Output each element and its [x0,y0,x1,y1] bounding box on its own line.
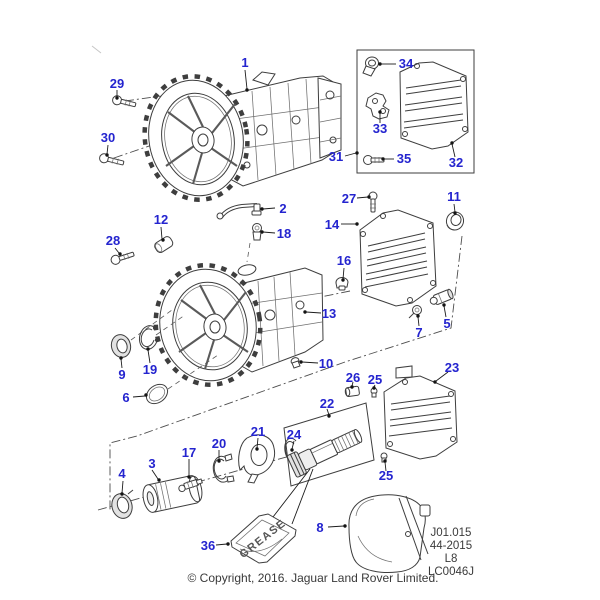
callout-6: 6 [122,390,129,405]
callout-1: 1 [241,55,248,70]
plug-7 [408,305,422,319]
gearbox-case-13 [153,262,324,388]
fork-cup-21 [238,434,276,484]
grease-pointer-lines [272,468,314,525]
callout-20: 20 [212,436,226,451]
gearbox-1-top-bracket [252,71,276,86]
callout-14: 14 [325,217,340,232]
gearbox-13-hub [203,313,227,341]
callout-17: 17 [182,445,196,460]
bolt-27 [368,191,378,213]
leader-lines [105,62,457,546]
cap-34 [362,56,379,77]
callout-34: 34 [399,56,414,71]
gearbox-1-tail [317,77,342,159]
callout-23: 23 [445,360,459,375]
callout-28: 28 [106,233,120,248]
callout-36: 36 [201,538,215,553]
callout-labels: 1 29 30 34 33 35 32 31 2 18 12 28 27 14 … [101,55,463,553]
callout-27: 27 [342,191,356,206]
callout-19: 19 [143,362,157,377]
copyright-line: © Copyright, 2016. Jaguar Land Rover Lim… [188,571,439,585]
clip-20 [212,453,235,483]
oil-seal-9 [110,334,132,358]
sheet-code: L8 [445,553,458,565]
shaft-box-22 [283,402,375,487]
stud-17 [178,478,203,493]
callout-5: 5 [443,316,450,331]
callout-29: 29 [110,76,124,91]
callout-12: 12 [154,212,168,227]
callout-35: 35 [397,151,411,166]
callout-18: 18 [277,226,291,241]
gearbox-13-flange-rim [153,262,263,388]
callout-32: 32 [449,155,463,170]
o-ring-6 [145,383,169,405]
drawing-reference-block: J01.015 44-2015 L8 LC0046J [428,527,474,578]
callout-30: 30 [101,130,115,145]
callout-31: 31 [329,149,343,164]
callout-10: 10 [319,356,333,371]
callout-16: 16 [337,253,351,268]
grease-sachet-36: GREASE [230,513,297,564]
cap-10 [290,357,301,369]
bush-11 [445,211,465,231]
callout-13: 13 [322,306,336,321]
callout-25-top: 25 [368,372,382,387]
callout-7: 7 [415,325,422,340]
breather-pipe-2 [216,203,262,220]
callout-8: 8 [316,520,323,535]
gearbox-assembly-1 [142,71,342,202]
doc-code: J01.015 [431,527,472,539]
callout-9: 9 [118,367,125,382]
callout-24: 24 [287,427,302,442]
alignment-dashed-lines [130,242,251,390]
end-plate-32 [399,61,469,150]
clutch-cover-8 [348,494,431,573]
callout-33: 33 [373,121,387,136]
callout-26: 26 [346,370,360,385]
bolt-30 [99,153,125,166]
extension-cover-23 [383,365,458,460]
switch-5 [429,288,454,305]
plug-16 [335,277,349,291]
callout-11: 11 [447,189,461,204]
corner-mark [91,45,102,54]
output-shaft-22 [286,429,363,478]
bolt-28 [110,251,135,265]
callout-3: 3 [148,456,155,471]
parts-box-31 [356,49,475,174]
cap-12 [154,236,174,253]
circlip-19 [138,325,160,350]
thrust-ring-4 [111,489,134,519]
bolt-29 [112,95,137,108]
callout-21: 21 [251,424,265,439]
callout-2: 2 [279,201,286,216]
bolt-35 [363,155,385,165]
rev-code: 44-2015 [430,540,472,552]
end-cover-14 [359,209,437,307]
callout-25-bottom: 25 [379,468,393,483]
callout-22: 22 [320,396,334,411]
valve-18 [252,223,262,241]
image-code: LC0046J [428,566,474,578]
callout-4: 4 [118,466,126,481]
shift-tower-opening [237,264,257,276]
parts-box-frame [356,49,475,174]
cover-23-tab [395,365,413,379]
bracket-33 [365,92,390,120]
gearbox-1-hub [191,126,215,154]
